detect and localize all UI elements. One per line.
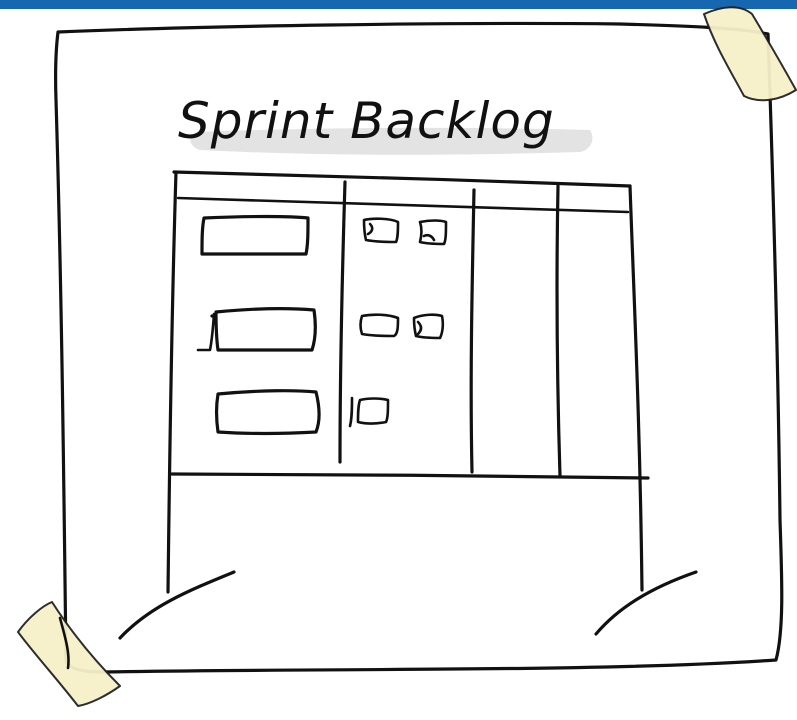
board-top-edge [174,172,630,186]
board-left-edge [168,172,176,592]
task-note-1a [364,219,398,242]
story-card-1 [202,217,308,255]
easel-leg-right [596,572,696,634]
task-note-2a [361,315,399,336]
task-note-1b-corner [424,235,434,240]
task-note-3a-tick [350,398,352,426]
task-note-1a-corner [368,224,372,234]
story-card-2 [212,309,315,350]
easel-leg-left [120,572,234,638]
column-divider-1 [340,182,345,462]
task-note-2b-corner [418,322,421,334]
story-card-2-tick [198,314,214,350]
board-right-edge [630,186,642,590]
story-card-3 [217,391,320,434]
tape-top-right [704,7,796,100]
column-divider-2 [471,190,474,472]
header-divider [178,198,628,212]
task-note-3a [358,399,388,424]
table-bottom-line [172,474,648,478]
board-title: Sprint Backlog [178,92,555,150]
column-divider-3 [557,186,560,476]
